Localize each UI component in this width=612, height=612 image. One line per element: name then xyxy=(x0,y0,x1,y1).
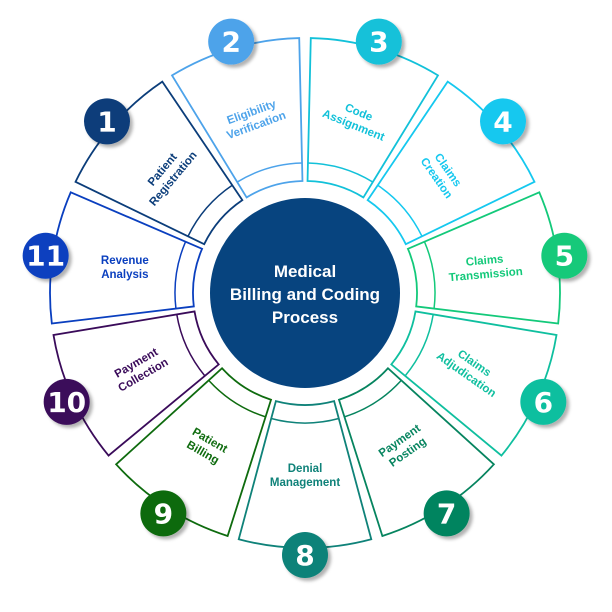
step-label-line: Denial xyxy=(288,463,323,475)
badge-circle xyxy=(208,18,255,65)
step-label-line: Analysis xyxy=(101,269,148,281)
segment-inner-arc xyxy=(344,379,402,418)
segment-inner-arc xyxy=(377,184,423,237)
badge-circle xyxy=(355,18,402,65)
segment-outline xyxy=(406,191,561,325)
step-number-badge-3: 3 xyxy=(355,18,402,65)
badge-circle xyxy=(83,98,130,145)
step-number: 6 xyxy=(534,386,553,419)
segment-inner-arc xyxy=(187,184,233,237)
segment-inner-arc xyxy=(307,162,374,183)
step-number: 5 xyxy=(555,240,574,273)
segments: PatientRegistrationEligibilityVerificati… xyxy=(49,37,561,549)
segment-inner-arc xyxy=(271,417,339,424)
step-number-badge-4: 4 xyxy=(480,98,527,145)
segment-inner-arc xyxy=(423,241,436,309)
center-circle xyxy=(210,198,400,388)
badge-circle xyxy=(541,232,588,279)
step-number-badge-2: 2 xyxy=(208,18,255,65)
badge-circle xyxy=(43,378,90,425)
segment-inner-arc xyxy=(174,241,187,309)
step-number: 10 xyxy=(47,386,86,419)
segment-inner-arc xyxy=(208,379,266,418)
badge-circle xyxy=(480,98,527,145)
step-number-badge-11: 11 xyxy=(22,232,69,279)
step-number: 1 xyxy=(97,105,116,138)
segment-inner-arc xyxy=(404,314,434,377)
center-title-line-2: Billing and Coding xyxy=(230,285,380,304)
step-number-badge-7: 7 xyxy=(423,490,470,537)
step-number-badge-10: 10 xyxy=(43,378,90,425)
segment-outline xyxy=(237,400,373,549)
step-number: 3 xyxy=(369,26,388,59)
step-label-line: Revenue xyxy=(101,255,149,267)
segment-inner-arc xyxy=(236,162,303,183)
step-badges: 1 2 3 4 5 6 7 8 9 10 11 xyxy=(22,18,588,578)
step-number-badge-8: 8 xyxy=(282,532,328,578)
step-number: 9 xyxy=(154,497,173,530)
step-label-line: Management xyxy=(270,477,340,489)
badge-circle xyxy=(520,378,567,425)
segment-outline xyxy=(170,37,304,199)
step-number: 4 xyxy=(493,105,512,138)
center-title-line-3: Process xyxy=(272,308,338,327)
step-number: 8 xyxy=(295,539,314,572)
step-number: 11 xyxy=(26,240,65,273)
center-hub: Medical Billing and Coding Process xyxy=(210,198,400,388)
segment-inner-arc xyxy=(176,314,206,377)
badge-circle xyxy=(22,232,69,279)
step-number-badge-9: 9 xyxy=(140,490,187,537)
center-title-line-1: Medical xyxy=(274,262,336,281)
badge-circle xyxy=(423,490,470,537)
step-number: 7 xyxy=(437,497,456,530)
badge-circle xyxy=(140,490,187,537)
badge-circle xyxy=(282,532,328,578)
step-number-badge-6: 6 xyxy=(520,378,567,425)
segment-outline xyxy=(306,37,440,199)
segment-outline xyxy=(52,310,220,457)
segment-outline xyxy=(390,310,558,457)
step-number-badge-1: 1 xyxy=(83,98,130,145)
step-number: 2 xyxy=(221,26,240,59)
step-label-line: Claims xyxy=(465,254,504,269)
step-number-badge-5: 5 xyxy=(541,232,588,279)
segment-outline xyxy=(49,191,204,325)
